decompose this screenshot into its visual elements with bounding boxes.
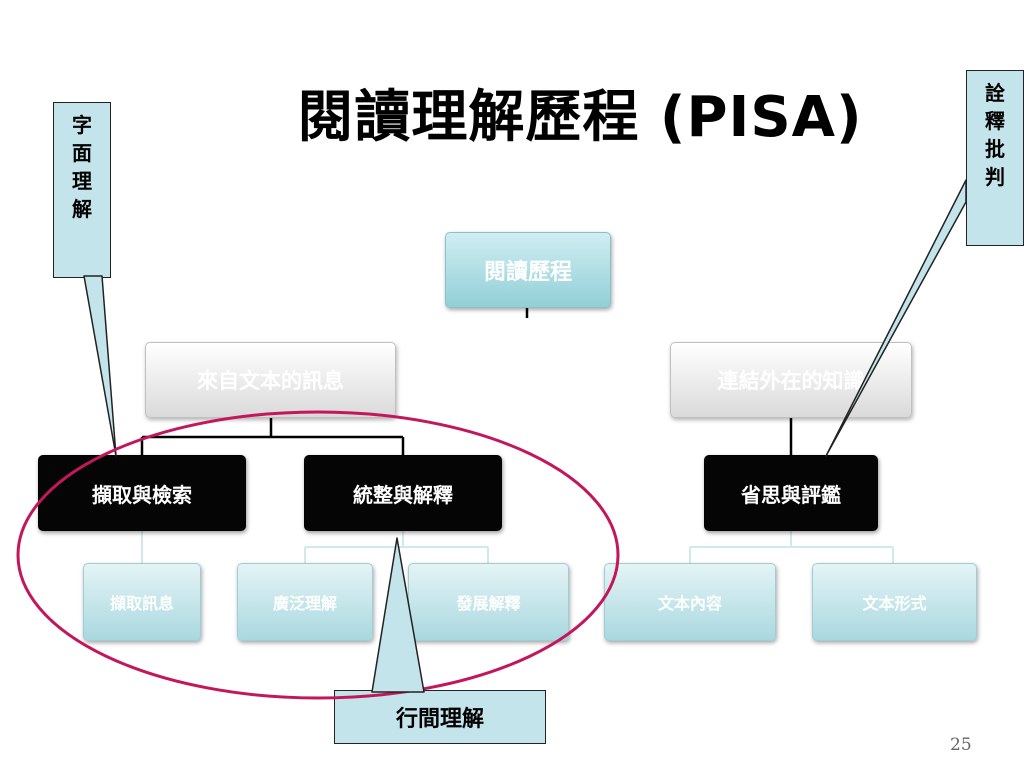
node-external-knowledge: 連結外在的知識 <box>670 342 912 418</box>
callout-left-char: 字 <box>72 113 92 137</box>
node-info-from-text: 來自文本的訊息 <box>145 342 396 418</box>
leaf-broad-understanding: 廣泛理解 <box>237 563 373 641</box>
node-reflect-evaluate: 省思與評鑑 <box>704 455 878 531</box>
leaf-retrieve-info: 擷取訊息 <box>83 563 201 641</box>
node-access-retrieve: 擷取與檢索 <box>38 455 246 531</box>
callout-left-char: 面 <box>72 141 92 165</box>
leaf-text-form: 文本形式 <box>812 563 977 641</box>
node-reading-process: 閱讀歷程 <box>445 232 611 308</box>
slide-title: 閱讀理解歷程 (PISA) <box>297 85 863 150</box>
callout-inferential-comprehension: 行間理解 <box>334 690 546 744</box>
callout-right-char: 批 <box>985 137 1005 161</box>
node-integrate-interpret: 統整與解釋 <box>304 455 502 531</box>
leaf-develop-interpretation: 發展解釋 <box>408 563 569 641</box>
leaf-text-content: 文本內容 <box>604 563 776 641</box>
callout-left-char: 理 <box>72 169 92 193</box>
callout-right-char: 釋 <box>985 109 1005 133</box>
callout-left-char: 解 <box>72 197 92 221</box>
callout-right-char: 詮 <box>985 81 1005 105</box>
callout-literal-comprehension: 字 面 理 解 <box>53 102 111 278</box>
page-number: 25 <box>950 735 972 755</box>
callout-right-char: 判 <box>985 165 1005 189</box>
callout-interpretive-critique: 詮 釋 批 判 <box>966 70 1024 246</box>
